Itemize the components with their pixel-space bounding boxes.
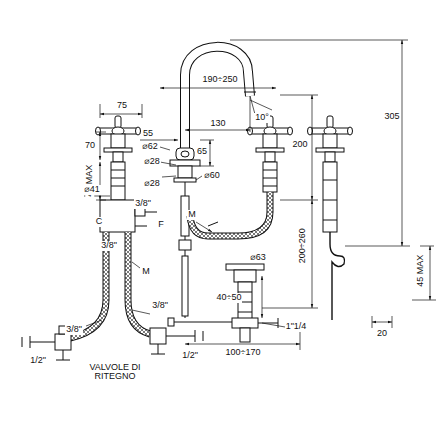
dimension-label: 1/2" [29, 356, 47, 365]
dimension-label: 130 [209, 119, 226, 128]
dimension-label: M [187, 210, 197, 219]
dimension-label: 55 [142, 129, 154, 138]
diameter-label: ⌀62 [141, 142, 158, 151]
dimension-label: 45 MAX [416, 254, 425, 288]
diameter-label: ⌀63 [249, 253, 266, 262]
dimension-label: 1"1/4 [285, 322, 308, 331]
dimension-label: 1/2" [181, 351, 199, 360]
dimension-label: 100÷170 [225, 348, 262, 357]
dimension-label: 20 [376, 329, 388, 338]
dimension-label: VALVOLE DI RITEGNO [85, 363, 145, 382]
diameter-label: ⌀60 [203, 171, 220, 180]
dimension-label: 40÷50 [216, 293, 243, 302]
diameter-label: ⌀28 [143, 179, 160, 188]
dimension-label: M [141, 267, 151, 276]
dimension-label: 190÷250 [202, 75, 239, 84]
diameter-label: ⌀41 [83, 185, 100, 194]
dimension-label: 200 [291, 140, 308, 149]
dimension-label: 3/8" [65, 325, 83, 334]
dimension-label: 3/8" [134, 199, 152, 208]
dimension-label: 305 [383, 112, 400, 121]
diameter-label: ⌀28 [143, 157, 160, 166]
dimension-label: 3/8" [151, 301, 169, 310]
dimension-label: F [157, 220, 165, 229]
dimension-label: 3/8" [100, 241, 118, 250]
dimension-label: 200÷260 [297, 228, 306, 265]
dimension-label: 75 [116, 101, 128, 110]
dimension-label: 70 [84, 141, 96, 150]
dimension-label: 65 [196, 147, 208, 156]
dimension-label: C [95, 217, 104, 226]
dimension-label: 10° [254, 113, 270, 122]
